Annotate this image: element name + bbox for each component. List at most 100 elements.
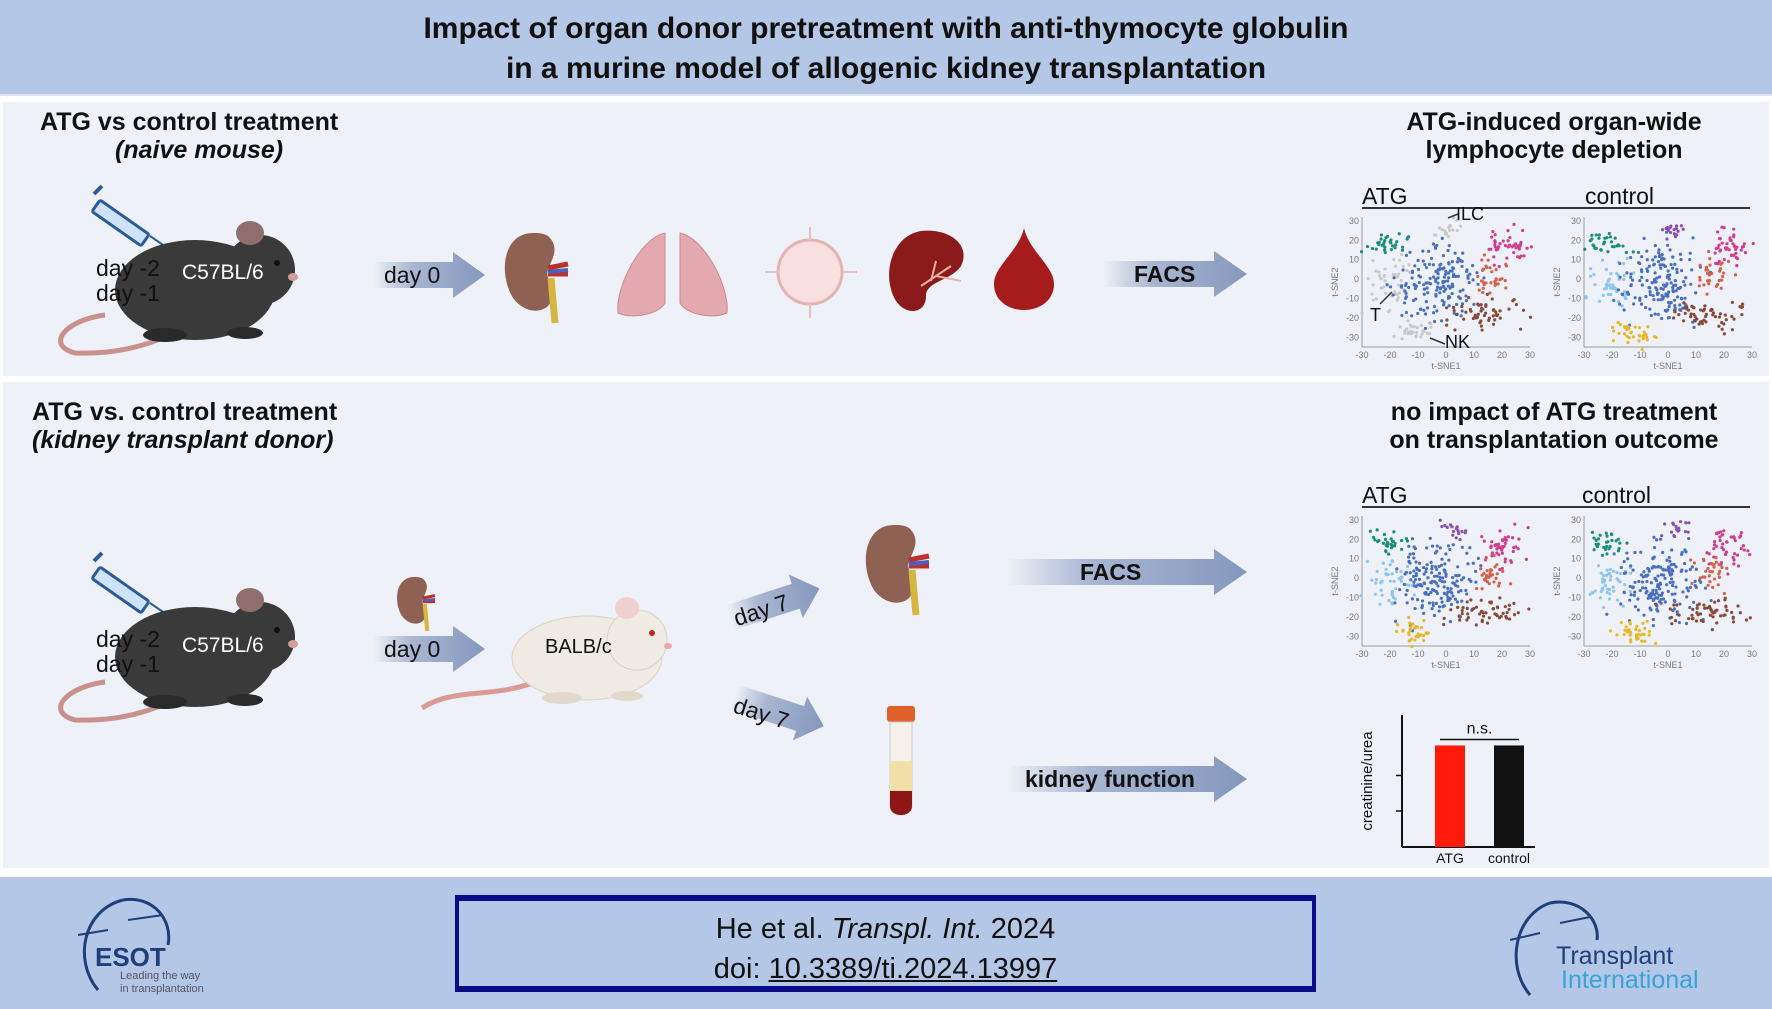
scatter-point-blue: [1684, 569, 1688, 573]
x-axis-label: t-SNE1: [1431, 361, 1460, 371]
scatter-point-pink: [1723, 552, 1728, 557]
y-tick-label: 10: [1571, 255, 1581, 265]
scatter-point-red: [1706, 583, 1710, 587]
scatter-point-blue: [1649, 581, 1653, 585]
scatter-point-blue: [1642, 236, 1646, 240]
scatter-point-blue: [1666, 589, 1670, 594]
scatter-point-blue: [1688, 251, 1692, 255]
scatter-point-blue: [1431, 263, 1436, 267]
scatter-point-blue: [1434, 294, 1438, 298]
scatter-point-pink: [1529, 245, 1533, 249]
scatter-point-red: [1480, 258, 1484, 262]
scatter-point-red: [1498, 277, 1502, 282]
scatter-point-pink: [1500, 551, 1504, 555]
y-tick-label: 30: [1349, 515, 1359, 525]
scatter-point-teal: [1383, 238, 1387, 243]
scatter-point-blue: [1628, 584, 1632, 589]
scatter-point-blue: [1458, 289, 1462, 293]
scatter-point-blue: [1651, 624, 1655, 628]
scatter-point-brown: [1460, 608, 1464, 613]
scatter-point-T: [1365, 559, 1369, 564]
scatter-point-ILC: [1679, 224, 1683, 228]
scatter-point-T: [1377, 270, 1381, 274]
scatter-point-teal: [1592, 548, 1596, 552]
scatter-point-ILC: [1459, 224, 1463, 228]
scatter-point-NK: [1625, 334, 1629, 338]
scatter-point-T: [1370, 292, 1374, 296]
scatter-point-pink: [1517, 537, 1521, 541]
scatter-point-T: [1605, 568, 1609, 572]
scatter-point-blue: [1637, 579, 1641, 584]
scatter-point-blue: [1457, 295, 1461, 299]
scatter-point-blue: [1451, 581, 1455, 585]
scatter-point-T: [1608, 567, 1613, 572]
scatter-point-T: [1606, 292, 1610, 297]
scatter-point-T: [1378, 274, 1382, 278]
scatter-point-blue: [1421, 259, 1425, 263]
scatter-point-brown: [1705, 606, 1710, 610]
scatter-point-brown: [1686, 308, 1691, 312]
scatter-point-blue: [1661, 567, 1665, 571]
scatter-point-brown: [1494, 310, 1498, 314]
scatter-point-T: [1406, 564, 1410, 569]
scatter-point-pink: [1723, 246, 1728, 250]
scatter-point-blue: [1653, 271, 1657, 275]
scatter-point-T: [1609, 574, 1613, 579]
scatter-point-T: [1622, 262, 1626, 266]
scatter-point-T: [1600, 588, 1605, 592]
scatter-point-blue: [1692, 600, 1696, 604]
scatter-point-red: [1480, 587, 1484, 591]
scatter-point-NK: [1635, 624, 1639, 628]
scatter-point-blue: [1642, 613, 1646, 617]
scatter-point-brown: [1461, 606, 1465, 610]
scatter-point-brown: [1479, 319, 1483, 323]
scatter-point-teal: [1610, 244, 1615, 249]
scatter-point-blue: [1618, 261, 1622, 266]
scatter-point-blue: [1472, 302, 1476, 306]
annotation-nk: NK: [1445, 332, 1471, 352]
scatter-point-NK: [1642, 330, 1646, 334]
scatter-point-NK: [1628, 630, 1633, 635]
arrow-kidney-function-label: kidney function: [1025, 766, 1195, 792]
scatter-point-blue: [1401, 268, 1405, 272]
x-tick-label: 20: [1497, 350, 1507, 360]
scatter-point-brown: [1691, 607, 1695, 611]
scatter-point-pink: [1495, 551, 1499, 555]
scatter-point-T: [1399, 579, 1404, 583]
scatter-point-blue: [1400, 245, 1405, 249]
scatter-point-blue: [1619, 565, 1623, 570]
scatter-point-blue: [1694, 567, 1698, 571]
scatter-point-teal: [1613, 236, 1617, 240]
scatter-point-blue: [1453, 251, 1457, 255]
scatter-point-T: [1383, 279, 1387, 283]
x-tick-label: 20: [1719, 649, 1729, 659]
doi-link[interactable]: 10.3389/ti.2024.13997: [768, 953, 1058, 985]
scatter-point-pink: [1717, 243, 1721, 247]
scatter-point-red: [1689, 558, 1693, 562]
scatter-point-brown: [1485, 621, 1490, 625]
scatter-point-blue: [1453, 597, 1458, 601]
scatter-point-pink: [1732, 233, 1736, 237]
scatter-point-brown: [1514, 302, 1518, 307]
scatter-point-NK: [1608, 629, 1613, 633]
scatter-point-pink: [1510, 536, 1515, 540]
scatter-point-blue: [1429, 590, 1433, 595]
scatter-point-blue: [1653, 312, 1657, 316]
scatter-point-T: [1605, 587, 1610, 591]
scatter-point-ILC: [1668, 230, 1673, 235]
scatter-point-teal: [1395, 240, 1399, 244]
scatter-point-blue: [1436, 584, 1440, 588]
scatter-point-blue: [1684, 550, 1688, 554]
annotation-t: T: [1370, 305, 1381, 325]
scatter-point-T: [1605, 590, 1609, 595]
scatter-point-blue: [1442, 285, 1446, 289]
scatter-point-blue: [1459, 589, 1463, 593]
scatter-point-blue: [1412, 580, 1416, 584]
scatter-point-blue: [1671, 583, 1675, 588]
scatter-point-pink: [1501, 239, 1505, 243]
scatter-point-blue: [1651, 258, 1655, 262]
scatter-point-blue: [1413, 264, 1417, 268]
scatter-point-T: [1605, 286, 1609, 290]
scatter-point-blue: [1460, 545, 1464, 549]
